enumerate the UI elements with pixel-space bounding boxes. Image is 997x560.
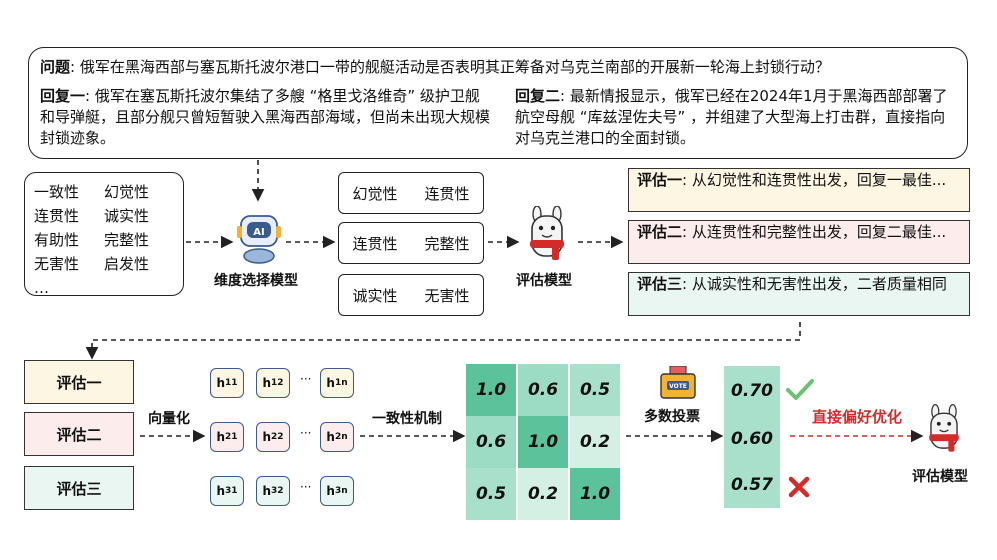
dimension-item: 无害性 bbox=[34, 255, 80, 273]
dimension-item: 诚实性 bbox=[104, 207, 150, 225]
question-box bbox=[28, 47, 968, 159]
question-label: 问题 bbox=[40, 58, 71, 76]
arrow-evals-to-row2 bbox=[85, 322, 801, 360]
dimension-item: 幻觉性 bbox=[104, 183, 150, 201]
ellipsis: ··· bbox=[300, 372, 312, 386]
final-evaluator-label: 评估模型 bbox=[912, 469, 968, 485]
evaluator-label: 评估模型 bbox=[516, 273, 572, 289]
dimension-list: 一致性 幻觉性 连贯性 诚实性 有助性 完整性 无害性 启发性 … bbox=[34, 182, 174, 299]
matrix-cell: 0.6 bbox=[518, 364, 568, 416]
pair-box-1: 幻觉性连贯性 bbox=[338, 172, 484, 214]
check-icon bbox=[786, 379, 814, 400]
llama-icon bbox=[929, 404, 959, 452]
cross-icon bbox=[788, 476, 810, 498]
dimension-item: 启发性 bbox=[104, 255, 150, 273]
dimension-list-box bbox=[24, 172, 184, 296]
pair-box-3: 诚实性无害性 bbox=[338, 274, 484, 316]
reply1-text: 回复一: 俄军在塞瓦斯托波尔集结了多艘 “格里戈洛维奇” 级护卫舰和导弹艇，且部… bbox=[40, 87, 491, 147]
matrix-cell: 1.0 bbox=[570, 468, 620, 520]
ballot-box-icon: VOTE bbox=[660, 366, 696, 399]
svg-text:VOTE: VOTE bbox=[669, 383, 687, 390]
dimension-item: 有助性 bbox=[34, 231, 80, 249]
question-text: 问题: 俄军在黑海西部与塞瓦斯托波尔港口一带的舰艇活动是否表明其正筹备对乌克兰南… bbox=[40, 58, 830, 76]
selector-label: 维度选择模型 bbox=[214, 273, 298, 289]
matrix-cell: 1.0 bbox=[518, 416, 568, 468]
eval-label-2: 评估二 bbox=[24, 412, 134, 456]
reply2-text: 回复二: 最新情报显示，俄军已经在2024年1月于黑海西部部署了航空母舰 “库兹… bbox=[515, 87, 948, 147]
dimension-item: 一致性 bbox=[34, 183, 80, 201]
consistency-label: 一致性机制 bbox=[372, 411, 442, 427]
matrix-cell: 0.2 bbox=[518, 468, 568, 520]
score-cell: 0.57 bbox=[731, 475, 773, 495]
similarity-matrix: 1.0 0.6 0.5 0.6 1.0 0.2 0.5 0.2 1.0 bbox=[466, 364, 622, 520]
evaluation-box-3: 评估三: 从诚实性和无害性出发，二者质量相同 bbox=[628, 272, 970, 316]
reply2-label: 回复二 bbox=[515, 87, 561, 105]
ellipsis: ··· bbox=[300, 426, 312, 440]
matrix-cell: 0.5 bbox=[466, 468, 516, 520]
matrix-cell: 0.5 bbox=[570, 364, 620, 416]
score-cell: 0.70 bbox=[731, 381, 773, 401]
vote-label: 多数投票 bbox=[644, 409, 700, 425]
score-column bbox=[724, 366, 780, 508]
reply1-label: 回复一 bbox=[40, 87, 86, 105]
evaluation-box-1: 评估一: 从幻觉性和连贯性出发，回复一最佳... bbox=[628, 168, 970, 212]
eval-label-3: 评估三 bbox=[24, 466, 134, 510]
llama-icon bbox=[530, 206, 564, 260]
robot-icon: AI bbox=[237, 215, 281, 264]
score-cell: 0.60 bbox=[731, 429, 773, 449]
pair-box-2: 连贯性完整性 bbox=[338, 222, 484, 264]
dimension-item: 完整性 bbox=[104, 231, 150, 249]
dimension-item: 连贯性 bbox=[34, 207, 80, 225]
eval-label-1: 评估一 bbox=[24, 360, 134, 404]
matrix-cell: 0.2 bbox=[570, 416, 620, 468]
matrix-cell: 0.6 bbox=[466, 416, 516, 468]
evaluation-box-2: 评估二: 从连贯性和完整性出发，回复二最佳... bbox=[628, 220, 970, 264]
dimension-item: … bbox=[34, 279, 49, 297]
dpo-label: 直接偏好优化 bbox=[812, 408, 903, 426]
matrix-cell: 1.0 bbox=[466, 364, 516, 416]
vectorize-label: 向量化 bbox=[148, 411, 190, 427]
ellipsis: ··· bbox=[300, 480, 312, 494]
svg-text:AI: AI bbox=[253, 227, 264, 238]
